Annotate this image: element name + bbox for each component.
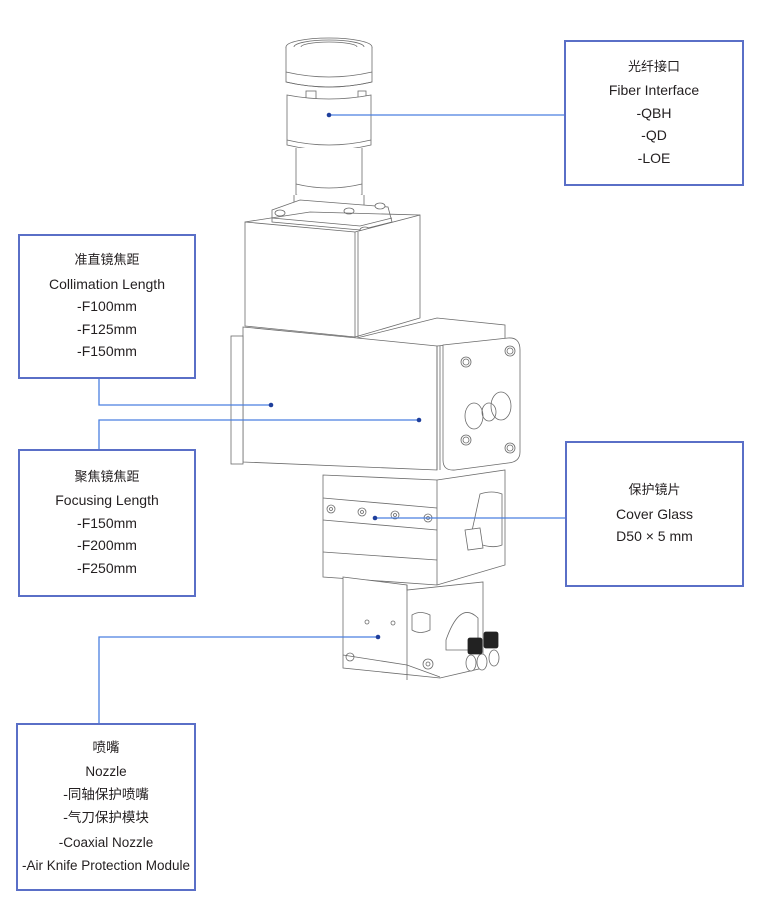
- anchor-dot-cover-glass: [372, 515, 378, 521]
- cutting-head-line-art: [230, 37, 521, 680]
- collimation-module: [244, 211, 421, 338]
- callout-title-cn: 光纤接口: [627, 59, 680, 75]
- anchor-dot-fiber-interface: [326, 112, 332, 118]
- callout-option: -F150mm: [77, 514, 137, 531]
- callout-title-en: Fiber Interface: [608, 82, 700, 99]
- callout-option: -F150mm: [77, 343, 137, 360]
- callout-title-cn: 准直镜焦距: [74, 253, 140, 269]
- callout-option: -F125mm: [77, 320, 137, 337]
- callout-cover-glass: 保护镜片 Cover Glass D50 × 5 mm: [565, 441, 744, 587]
- callout-title-en: Collimation Length: [49, 275, 165, 292]
- nozzle-assembly: [342, 576, 500, 680]
- fiber-connector: [285, 37, 373, 213]
- callout-title-cn: 喷嘴: [92, 739, 120, 756]
- callout-option: -QBH: [636, 104, 672, 121]
- push-fittings: [467, 631, 499, 655]
- callout-title-cn: 聚焦镜焦距: [74, 469, 140, 485]
- callout-nozzle: 喷嘴 Nozzle -同轴保护喷嘴 -气刀保护模块 -Coaxial Nozzl…: [16, 723, 196, 891]
- callout-title-en: Focusing Length: [55, 492, 159, 509]
- callout-title-en: Nozzle: [85, 764, 127, 779]
- callout-option-cn: -气刀保护模块: [63, 810, 149, 826]
- callout-option: -QD: [641, 127, 667, 144]
- leader-line-nozzle: [98, 636, 378, 723]
- leader-dots: [268, 112, 422, 640]
- callout-option: -Coaxial Nozzle: [58, 834, 154, 850]
- callout-option-cn: -同轴保护喷嘴: [63, 786, 149, 803]
- cover-glass-drawer: [322, 469, 506, 586]
- anchor-dot-focusing: [416, 417, 422, 423]
- leader-lines: [98, 114, 565, 723]
- callout-option: -LOE: [637, 149, 671, 166]
- anchor-dot-collimation: [268, 402, 274, 408]
- focusing-module: [230, 317, 521, 471]
- anchor-dot-nozzle: [375, 634, 381, 640]
- leader-line-focusing: [98, 419, 419, 449]
- callout-focusing-length: 聚焦镜焦距 Focusing Length -F150mm -F200mm -F…: [18, 449, 196, 597]
- callout-fiber-interface: 光纤接口 Fiber Interface -QBH -QD -LOE: [564, 40, 744, 186]
- callout-option: -F250mm: [77, 559, 137, 576]
- callout-option: -F100mm: [77, 298, 137, 315]
- callout-spec: D50 × 5 mm: [616, 528, 693, 545]
- callout-title-en: Cover Glass: [615, 505, 694, 522]
- callout-title-cn: 保护镜片: [628, 483, 681, 499]
- callout-option: -Air Knife Protection Module: [21, 858, 191, 873]
- callout-collimation-length: 准直镜焦距 Collimation Length -F100mm -F125mm…: [18, 234, 196, 379]
- leader-line-collimation: [98, 379, 271, 406]
- callout-option: -F200mm: [77, 537, 137, 554]
